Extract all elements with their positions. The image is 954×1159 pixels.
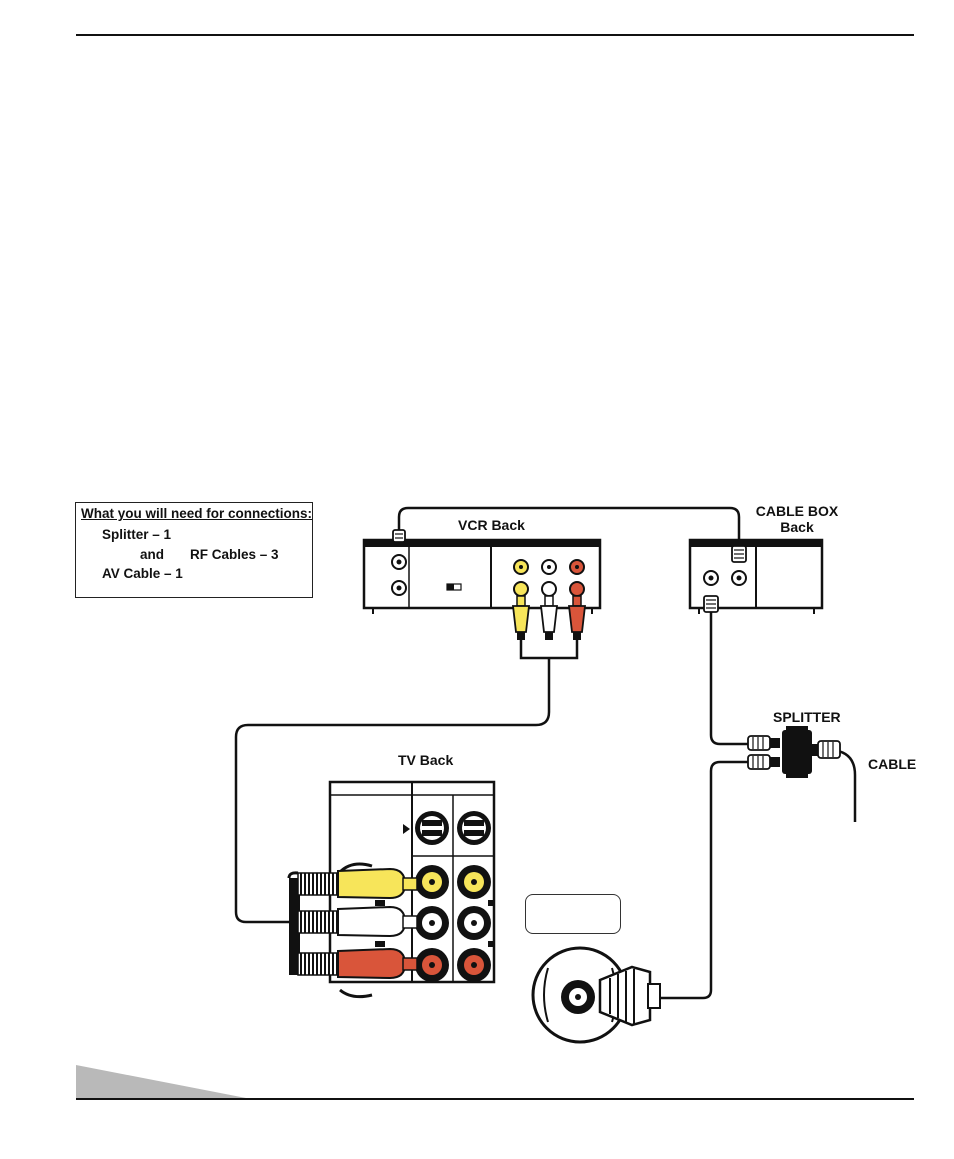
splitter-plug-top [747,735,771,751]
vcr-video-plug [511,595,531,640]
cable-box-out-plug [731,545,747,563]
vcr-rf-in-jack [391,554,407,570]
splitter-label: SPLITTER [773,709,841,725]
vcr-audio-left-plug [539,595,559,640]
cable-box-label-line1: CABLE BOX [755,503,839,519]
tv-av-plug-bundle [287,867,418,980]
rf-cable-splitter-to-wall [658,760,752,1000]
vcr-back-label: VCR Back [458,517,525,533]
cable-box-in-plug [703,595,719,613]
cable-box-jacks [703,570,747,586]
requirements-title: What you will need for connections: [81,506,313,521]
splitter-plug-bottom [747,754,771,770]
vcr-rf-out-jack [391,580,407,596]
av-cable-count: AV Cable – 1 [102,566,183,581]
wall-outlet [531,946,629,1044]
vcr-av-jacks-bottom [513,581,585,597]
vcr-back-panel [362,529,602,640]
tv-video-plug [297,867,418,900]
footer-tab [76,1065,246,1098]
tv-rca-jacks [415,865,491,982]
tv-svideo-jack-2 [457,811,491,845]
wall-rf-plug [598,965,661,1027]
tv-svideo-jack-1 [415,811,449,845]
cable-box-label: CABLE BOX Back [752,503,842,535]
splitter-device [747,726,841,778]
vcr-av-jacks-top [513,559,585,575]
vcr-switch [446,583,462,591]
tv-audio-right-plug [297,947,418,980]
cable-label: CABLE [868,756,917,772]
requirements-box: What you will need for connections: Spli… [75,502,313,598]
rf-cable-vcr-to-cablebox [397,506,741,548]
vcr-audio-right-plug [567,595,587,640]
rf-cable-cablebox-to-splitter [709,612,752,746]
vcr-rf-plug [392,529,406,543]
incoming-cable-line [831,748,857,822]
tv-back-panel [328,780,496,999]
av-cable-bundle [234,640,579,924]
rf-cables-count: RF Cables – 3 [190,547,279,562]
splitter-input-plug [817,740,841,759]
bottom-rule [76,1098,914,1100]
arrow-indicator-icon [403,824,410,834]
blank-callout-box [525,894,621,934]
tv-audio-left-plug [297,905,418,938]
cable-box-back-panel [688,538,824,614]
and-text: and [140,547,165,562]
cable-box-label-line2: Back [780,519,814,535]
top-rule [76,34,914,36]
tv-back-label: TV Back [398,752,454,768]
splitter-count: Splitter – 1 [102,527,172,542]
